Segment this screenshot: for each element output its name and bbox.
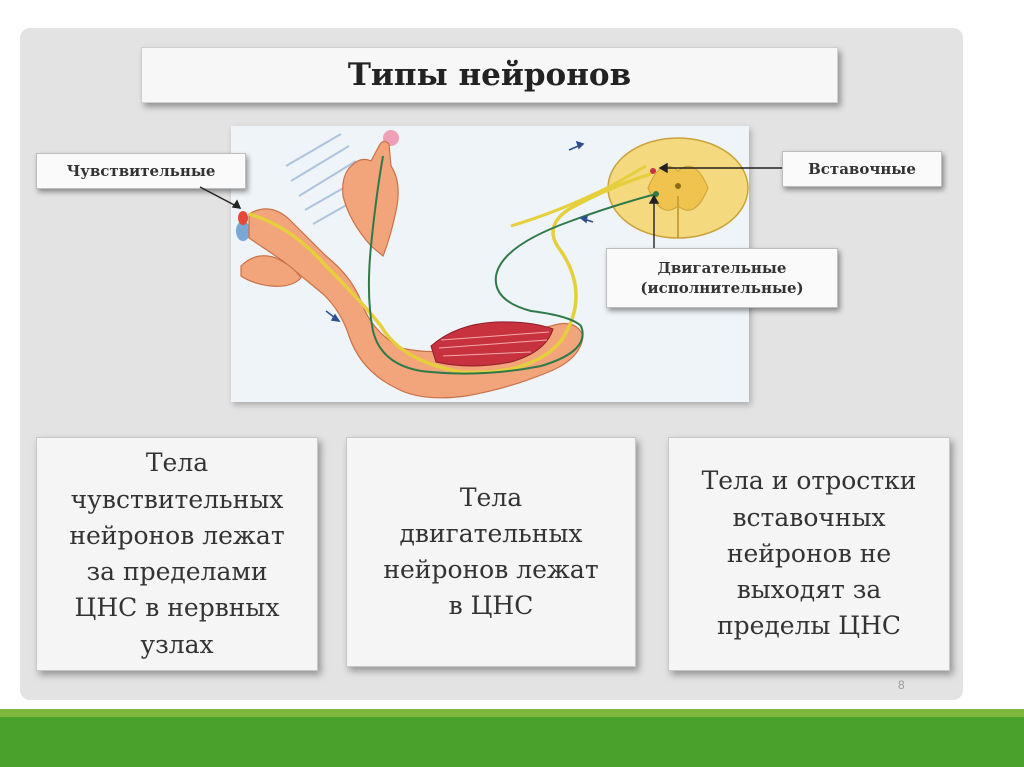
card-line: нейронов лежат xyxy=(383,555,599,584)
card-line: Тела и отростки xyxy=(701,466,917,496)
sensory-nerve xyxy=(248,172,652,375)
card-line: за пределами xyxy=(86,557,268,586)
label-sensory: Чувствительные xyxy=(36,153,246,189)
slide-title: Типы нейронов xyxy=(141,47,838,103)
card-line: вставочных xyxy=(732,502,886,532)
spinal-cord-section xyxy=(607,137,749,239)
slide-title-text: Типы нейронов xyxy=(347,57,632,93)
card-line: чувствительных xyxy=(70,484,284,514)
card-line: ЦНС в нервных xyxy=(74,593,280,623)
card-sensory-neurons: Тела чувствительных нейронов лежат за пр… xyxy=(36,437,318,671)
card-line: нейронов не xyxy=(726,538,892,568)
card-line: выходят за xyxy=(736,575,882,605)
signal-arrows xyxy=(325,140,594,322)
label-interneurons: Вставочные xyxy=(782,151,942,187)
footer-bar xyxy=(0,717,1024,767)
label-motor-line1: Двигательные xyxy=(657,258,787,277)
card-line: в ЦНС xyxy=(448,591,534,621)
card-motor-neurons: Тела двигательных нейронов лежат в ЦНС xyxy=(346,437,636,667)
card-line: двигательных xyxy=(399,518,583,548)
card-line: пределы ЦНС xyxy=(716,611,902,641)
card-line: Тела xyxy=(459,482,523,512)
footer-bar-accent xyxy=(0,709,1024,717)
reflex-arc-drawing xyxy=(236,130,749,399)
hand-shape xyxy=(342,140,399,257)
stimulus-icon xyxy=(236,130,399,241)
label-motor: Двигательные (исполнительные) xyxy=(606,248,838,308)
card-line: Тела xyxy=(145,448,209,478)
card-line: нейронов лежат xyxy=(69,520,285,550)
label-motor-line2: (исполнительные) xyxy=(640,279,804,297)
card-line: узлах xyxy=(140,629,214,659)
motor-nerve xyxy=(367,155,657,375)
label-interneurons-text: Вставочные xyxy=(808,159,916,178)
label-sensory-text: Чувствительные xyxy=(66,161,216,180)
page-number: 8 xyxy=(898,678,905,692)
card-interneurons: Тела и отростки вставочных нейронов не в… xyxy=(668,437,950,671)
